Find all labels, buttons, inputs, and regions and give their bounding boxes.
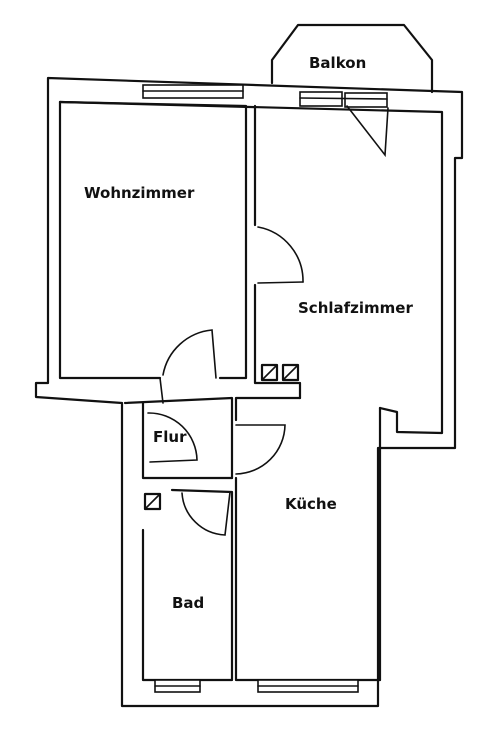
hallway-walls (123, 396, 286, 536)
window-bedroom-2 (344, 92, 388, 108)
outer-walls (34, 76, 464, 708)
room-label-balcony: Balkon (309, 54, 367, 72)
bathroom-vent (143, 492, 162, 511)
room-label-kitchen: Küche (285, 495, 337, 513)
balcony (270, 23, 434, 94)
bedroom-walls (253, 91, 389, 400)
room-label-bathroom: Bad (172, 594, 205, 612)
living-room-door (159, 329, 217, 404)
kitchen-walls (234, 396, 382, 693)
chimney-vent-1 (260, 363, 279, 382)
chimney-vent-2 (281, 363, 300, 382)
room-label-bedroom: Schlafzimmer (298, 299, 413, 317)
room-label-hallway: Flur (153, 428, 187, 446)
living-room-walls (58, 84, 248, 380)
room-label-living-room: Wohnzimmer (84, 184, 195, 202)
bathroom-walls (141, 488, 234, 693)
